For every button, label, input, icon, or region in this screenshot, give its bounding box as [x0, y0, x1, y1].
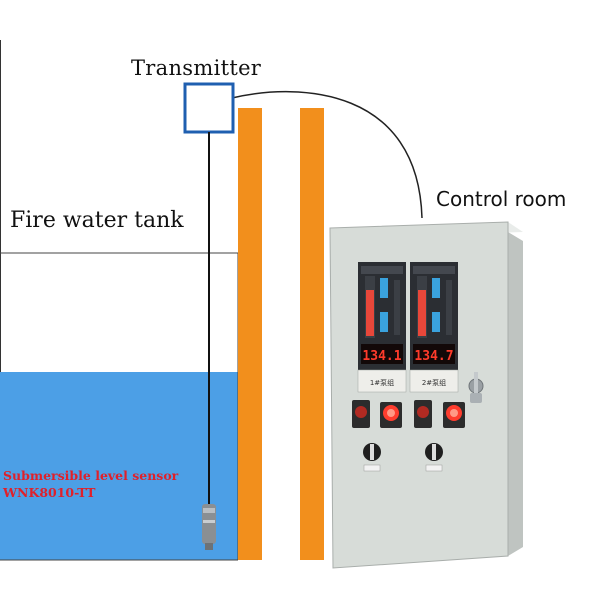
tank-label: Fire water tank [10, 208, 184, 233]
signal-cable [231, 90, 423, 219]
cabinet-side [508, 232, 523, 556]
indicator-light-1 [352, 400, 370, 428]
sensor-label: Submersible level sensor WNK8010-TT [3, 467, 178, 501]
meter-2 [410, 262, 458, 370]
meter-1-reading: 134.1 [362, 349, 401, 364]
tank-water [0, 372, 238, 560]
control-room-label: Control room [436, 187, 567, 211]
sensor-label-line1: Submersible level sensor [3, 468, 179, 483]
meter-1-tag: 1#泵组 [370, 378, 394, 387]
control-cabinet: 134.1 1#泵组 134.7 2#泵组 [329, 221, 523, 569]
indicator-light-2 [380, 402, 402, 428]
key-lock-icon[interactable] [468, 372, 484, 403]
meter-2-reading: 134.7 [414, 349, 453, 364]
orange-pipe-left [238, 108, 262, 560]
transmitter-box [183, 82, 235, 134]
selector-switch-2[interactable] [425, 443, 443, 472]
indicator-light-3 [414, 400, 432, 428]
transmitter-label: Transmitter [131, 56, 262, 80]
sensor-label-line2: WNK8010-TT [3, 485, 96, 500]
orange-pipe-right [300, 108, 324, 560]
submersible-sensor [202, 504, 216, 550]
meter-1 [358, 262, 406, 370]
indicator-light-4 [443, 402, 465, 428]
meter-2-tag: 2#泵组 [422, 378, 446, 387]
selector-switch-1[interactable] [363, 443, 381, 472]
